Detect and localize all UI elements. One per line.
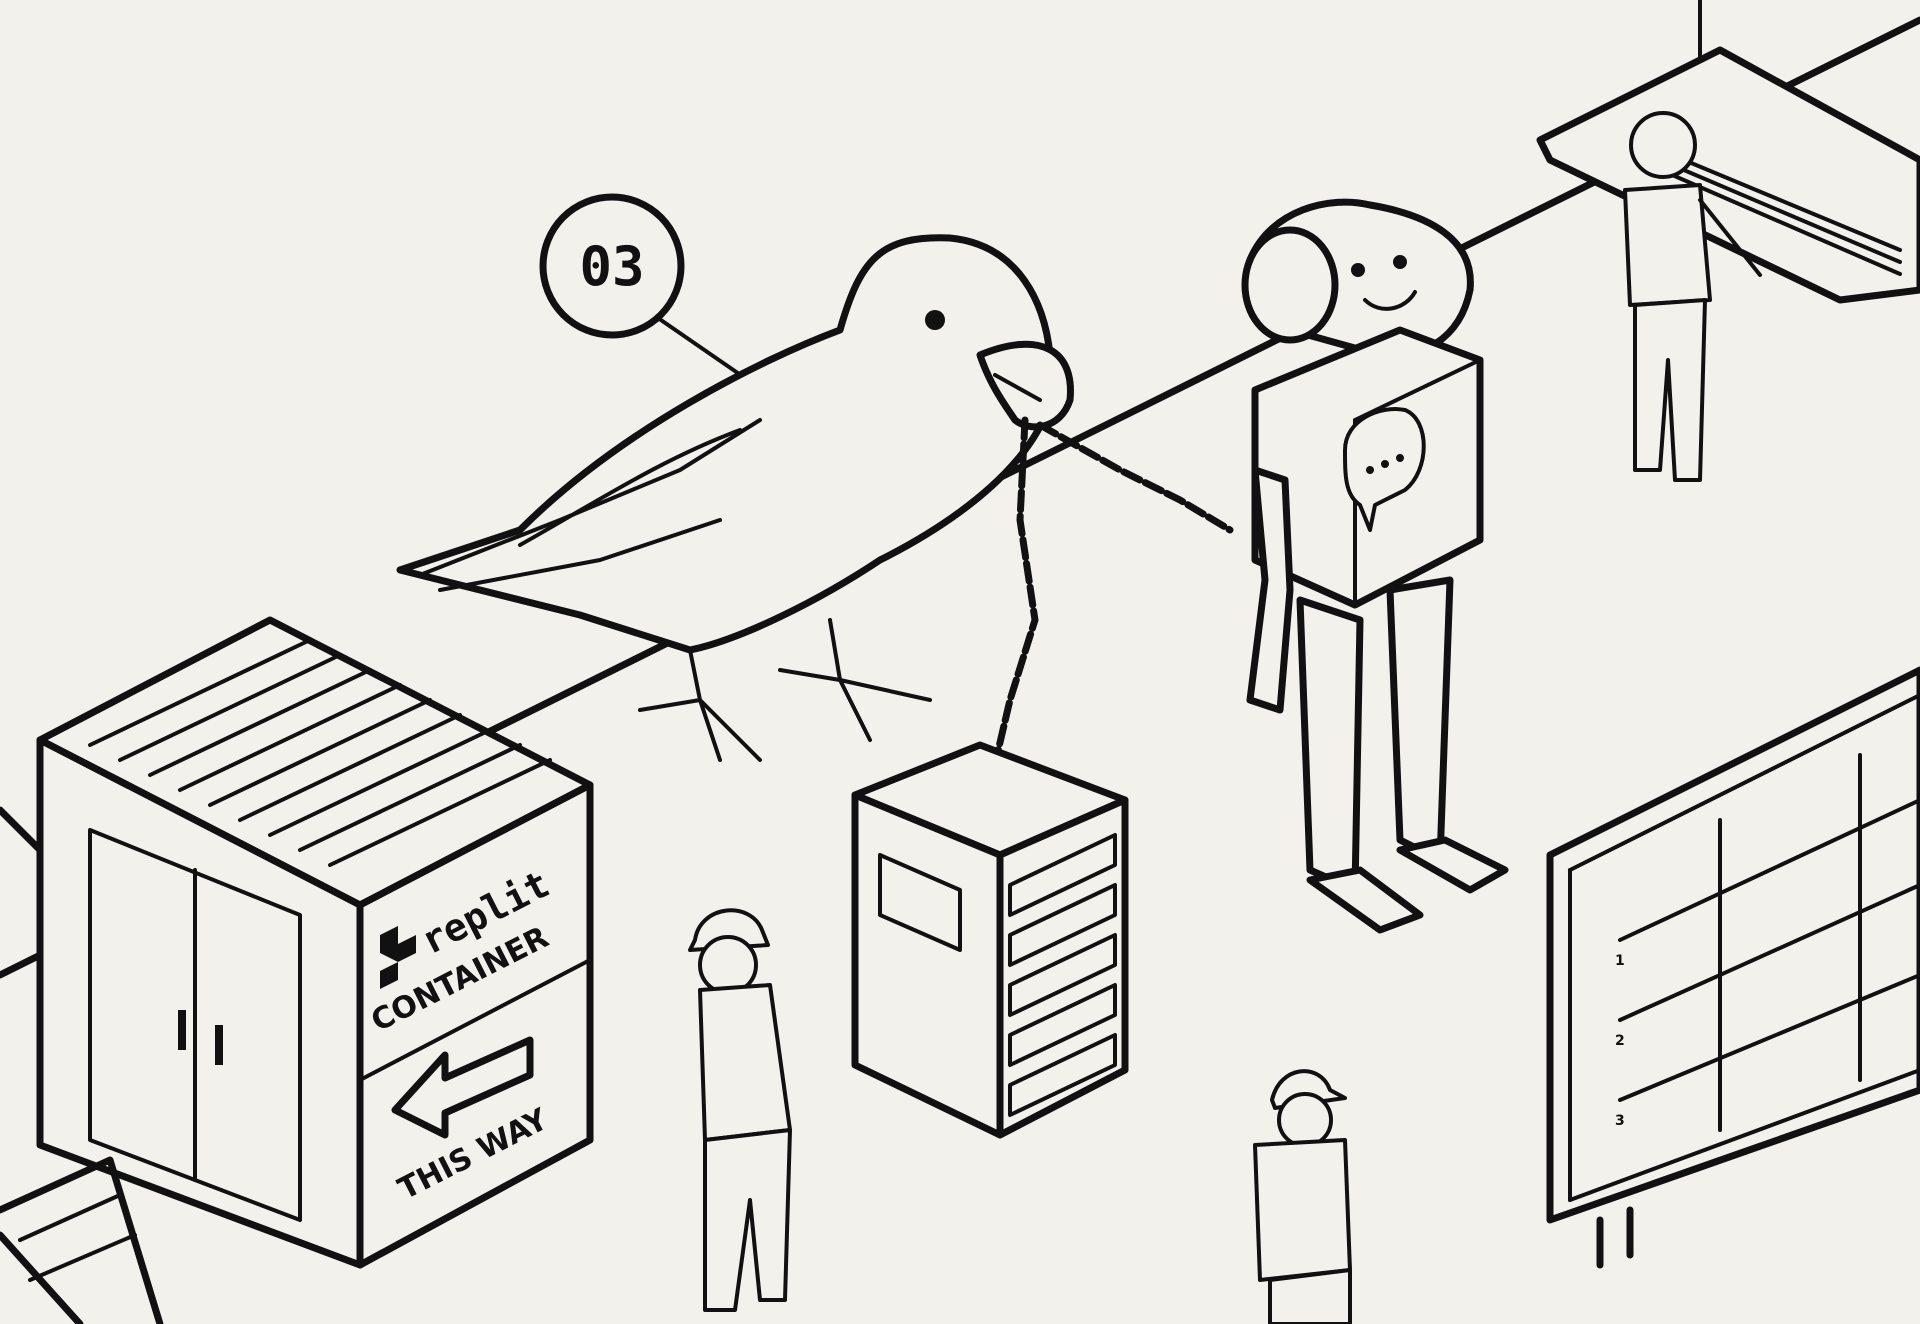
chain [986,416,1234,789]
worker-with-cap [1253,1069,1352,1324]
whiteboard: 1 2 3 [1546,666,1920,1269]
server-rack [851,741,1129,1139]
callout-badge: 03 [539,193,747,380]
desk-workstation [1536,0,1920,304]
replit-logo-icon [380,926,416,989]
whiteboard-row-3: 3 [1615,1113,1625,1129]
robot-illustration [1241,198,1509,934]
person-at-desk [1623,111,1762,482]
whiteboard-row-2: 2 [1615,1033,1625,1049]
replit-container-box: replit CONTAINER THIS WAY [36,616,594,1269]
arrow-left-icon [391,1036,534,1139]
parrot-illustration [396,234,1074,762]
callout-number: 03 [579,235,644,298]
whiteboard-row-1: 1 [1615,953,1625,969]
ladder [0,1156,164,1324]
side-pipe [0,806,44,854]
construction-worker [688,908,792,1312]
